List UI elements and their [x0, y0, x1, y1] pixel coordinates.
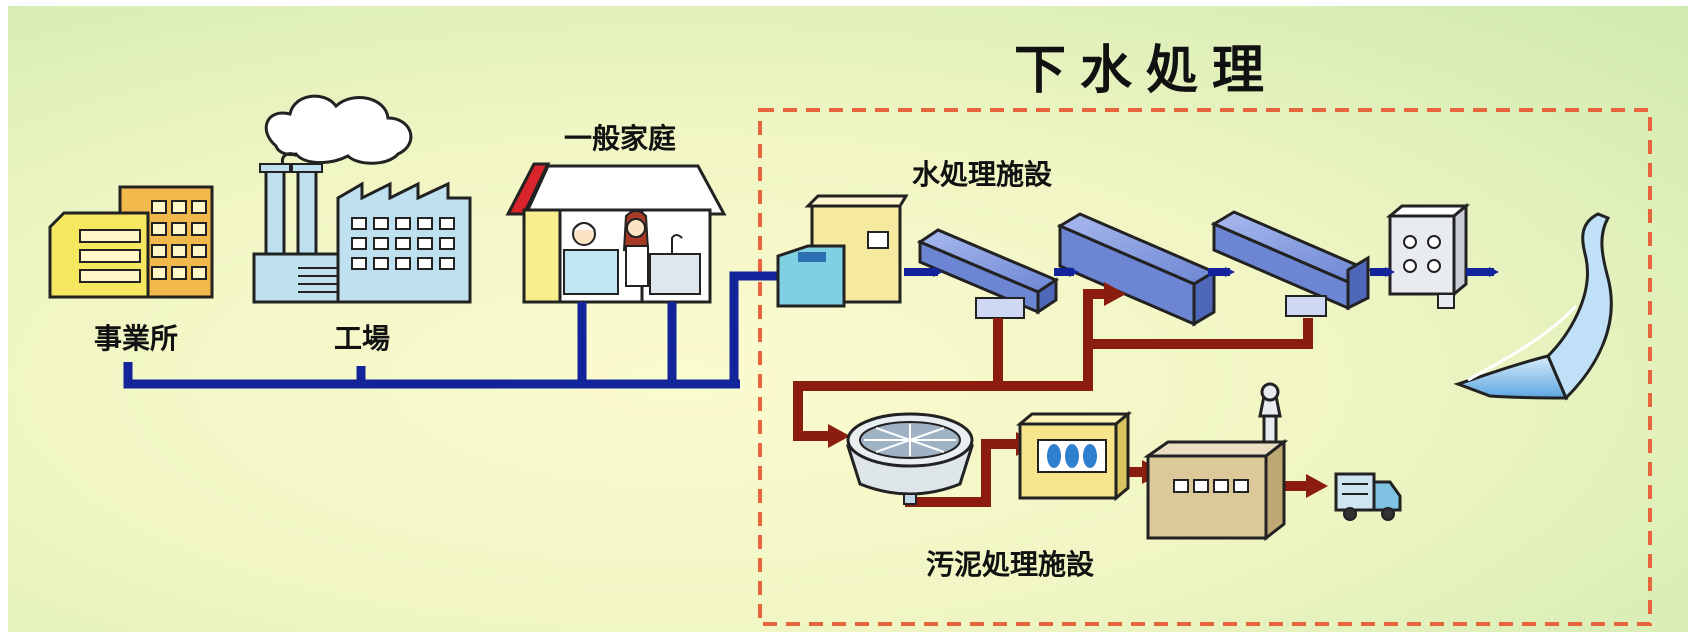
collection-sewer-pipe: [123, 271, 787, 389]
disinfection-unit-icon: [1385, 202, 1471, 309]
sludge-thickener-icon: [845, 412, 975, 505]
label-sludge-facility: 汚泥処理施設: [926, 548, 1095, 581]
label-office: 事業所: [94, 322, 178, 355]
diagram-title: 下水処理: [1014, 41, 1278, 101]
river-icon: [1453, 212, 1613, 401]
label-factory: 工場: [334, 322, 390, 355]
diagram-canvas: 下水処理 事業所 工場: [8, 6, 1688, 632]
office-building-icon: [48, 185, 214, 299]
pump-station-icon: [776, 194, 909, 308]
treatment-tank-icon: [1056, 212, 1218, 327]
incinerator-icon: [1143, 382, 1289, 542]
treatment-tank-icon: [1210, 210, 1372, 317]
house-icon: [505, 162, 727, 304]
factory-icon: [252, 94, 472, 304]
label-household: 一般家庭: [564, 122, 676, 155]
treatment-tank-icon: [916, 228, 1060, 319]
sewage-treatment-diagram: 下水処理 事業所 工場: [48, 41, 1652, 626]
truck-icon: [1334, 472, 1402, 521]
sludge-dewatering-icon: [1015, 410, 1133, 502]
sewage-treatment-boundary: [758, 108, 1652, 626]
label-water-facility: 水処理施設: [912, 158, 1053, 191]
